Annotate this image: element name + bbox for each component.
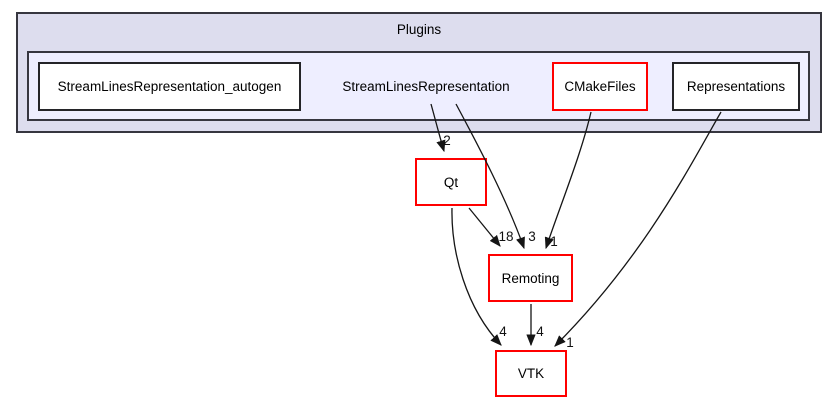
edge-count-remoting-vtk[interactable]: 4 (536, 324, 544, 339)
node-representations[interactable]: Representations (672, 62, 800, 111)
edge-qt-to-remoting (468, 207, 501, 247)
node-label: Remoting (501, 270, 560, 286)
edge-count-cmakefiles-remoting[interactable]: 1 (550, 234, 558, 249)
node-label: VTK (517, 366, 545, 381)
edge-count-slr-qt[interactable]: 2 (443, 133, 451, 148)
node-qt[interactable]: Qt (415, 158, 487, 206)
node-label: StreamLinesRepresentation (342, 79, 510, 94)
cluster-plugins-title: Plugins (396, 22, 442, 37)
edge-count-representations-vtk[interactable]: 1 (566, 335, 574, 350)
edge-count-qt-remoting[interactable]: 18 (498, 229, 513, 244)
current-directory-label: StreamLinesRepresentation (320, 62, 532, 111)
node-label: StreamLinesRepresentation_autogen (57, 79, 282, 94)
edge-count-slr-remoting[interactable]: 3 (528, 229, 536, 244)
node-label: Representations (686, 79, 786, 94)
node-streamlinesrepresentation-autogen[interactable]: StreamLinesRepresentation_autogen (38, 62, 301, 111)
node-remoting[interactable]: Remoting (488, 254, 573, 302)
edge-count-qt-vtk[interactable]: 4 (499, 324, 507, 339)
node-cmakefiles[interactable]: CMakeFiles (552, 62, 648, 111)
node-label: CMakeFiles (564, 79, 636, 94)
node-vtk[interactable]: VTK (495, 350, 567, 397)
edge-representations-to-vtk (554, 111, 722, 347)
node-label: Qt (443, 174, 459, 190)
